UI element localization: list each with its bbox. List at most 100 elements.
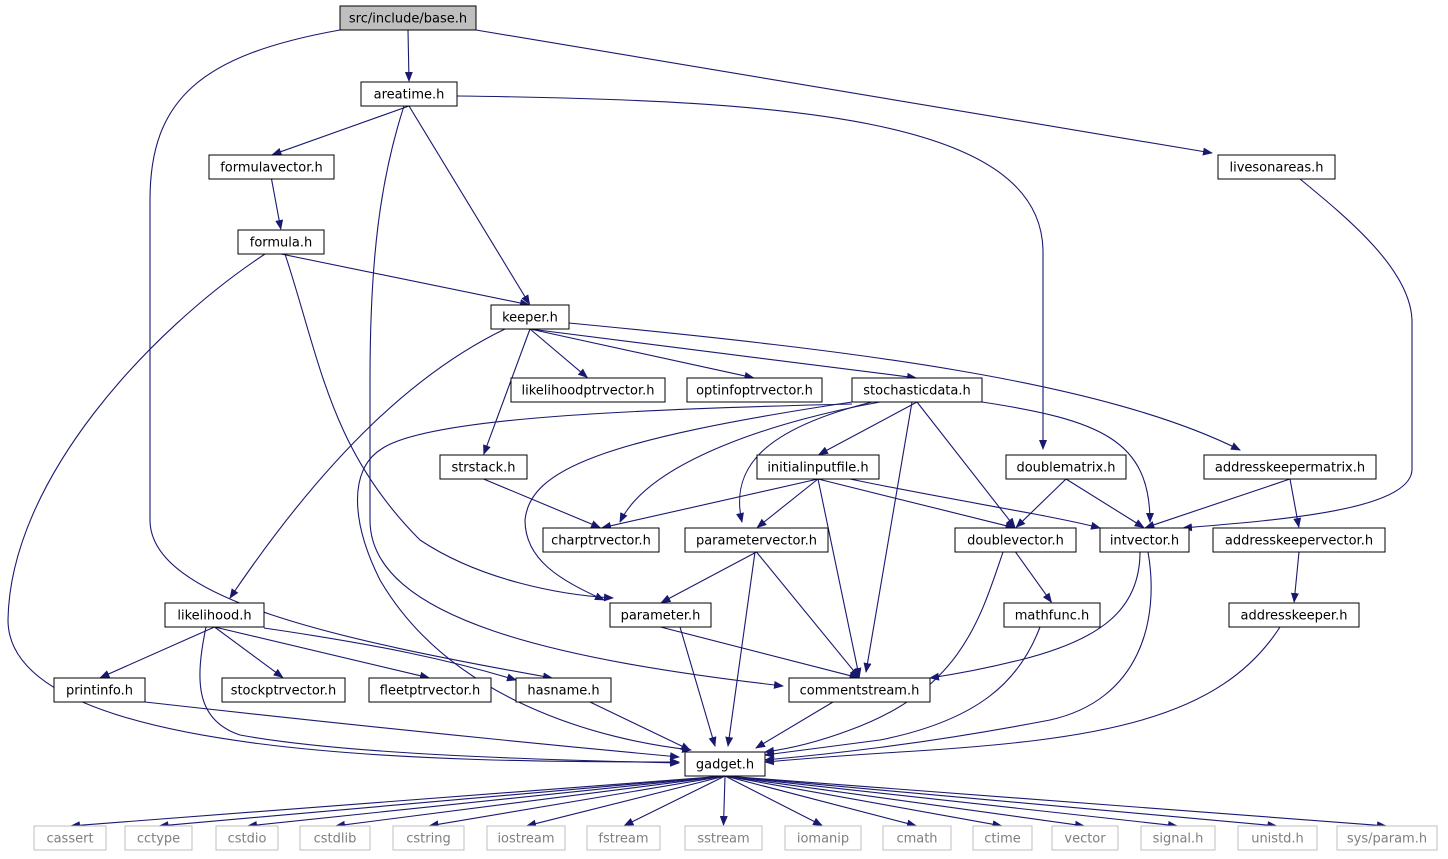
edge-gadget-to-unistd bbox=[724, 775, 1278, 830]
edge-mathfunc-to-gadget bbox=[764, 626, 1041, 758]
node-addresskeeper[interactable]: addresskeeper.h bbox=[1228, 602, 1360, 628]
node-printinfo[interactable]: printinfo.h bbox=[53, 677, 146, 703]
node-fleetptrvector[interactable]: fleetptrvector.h bbox=[368, 677, 492, 703]
node-label: gadget.h bbox=[696, 758, 754, 773]
edge-line bbox=[475, 29, 1213, 156]
node-label: likelihoodptrvector.h bbox=[521, 384, 654, 399]
node-addresskeepervector[interactable]: addresskeepervector.h bbox=[1212, 527, 1386, 553]
edge-line bbox=[929, 551, 1141, 681]
node-mathfunc[interactable]: mathfunc.h bbox=[1003, 602, 1101, 628]
node-parameter[interactable]: parameter.h bbox=[609, 602, 712, 628]
edge-line bbox=[428, 775, 726, 829]
node-label: mathfunc.h bbox=[1015, 609, 1090, 624]
edge-line bbox=[601, 478, 819, 530]
edge-areatime-to-formulavector bbox=[271, 105, 410, 156]
edge-line bbox=[724, 775, 1278, 830]
edge-areatime-to-commentstream bbox=[369, 105, 784, 689]
edge-stochasticdata-to-commentstream bbox=[863, 401, 913, 673]
node-label: ctime bbox=[984, 832, 1021, 847]
edge-doublevector-to-mathfunc bbox=[1015, 551, 1052, 604]
edge-line bbox=[817, 478, 1016, 530]
node-label: commentstream.h bbox=[800, 684, 920, 699]
edge-stochasticdata-to-parameter bbox=[524, 401, 853, 601]
nodes-layer: src/include/base.h areatime.h livesonareas… bbox=[33, 5, 1438, 851]
node-formula[interactable]: formula.h bbox=[237, 229, 325, 255]
node-box bbox=[788, 677, 931, 703]
node-box bbox=[221, 677, 346, 703]
edge-line bbox=[755, 701, 834, 749]
node-commentstream[interactable]: commentstream.h bbox=[788, 677, 931, 703]
edge-line bbox=[724, 775, 1003, 829]
node-box bbox=[360, 81, 458, 107]
edge-line bbox=[483, 328, 531, 456]
node-cassert: cassert bbox=[33, 825, 107, 851]
node-livesonareas[interactable]: livesonareas.h bbox=[1217, 154, 1336, 180]
edge-keeper-to-optinfoptrvector bbox=[529, 328, 755, 380]
node-stockptrvector[interactable]: stockptrvector.h bbox=[221, 677, 346, 703]
edge-base-to-hasname bbox=[149, 29, 553, 681]
edge-line bbox=[719, 775, 728, 826]
node-label: formulavector.h bbox=[220, 161, 323, 176]
edge-addresskeeper-to-gadget bbox=[764, 626, 1281, 766]
node-optinfoptrvector[interactable]: optinfoptrvector.h bbox=[686, 377, 823, 403]
node-cstring: cstring bbox=[392, 825, 465, 851]
node-stochasticdata[interactable]: stochasticdata.h bbox=[851, 377, 983, 403]
node-base[interactable]: src/include/base.h bbox=[339, 5, 477, 31]
edge-line bbox=[99, 626, 215, 679]
node-box bbox=[684, 751, 766, 777]
edge-intvector-to-gadget bbox=[764, 551, 1152, 764]
node-keeper[interactable]: keeper.h bbox=[490, 304, 570, 330]
node-likelihood[interactable]: likelihood.h bbox=[164, 602, 265, 628]
node-hasname[interactable]: hasname.h bbox=[515, 677, 612, 703]
node-cstdlib: cstdlib bbox=[299, 825, 371, 851]
edge-addresskeepermatrix-to-addresskeepervector bbox=[1289, 478, 1302, 528]
node-strstack[interactable]: strstack.h bbox=[439, 454, 528, 480]
edge-stochasticdata-to-intvector bbox=[981, 401, 1154, 523]
node-label: doublematrix.h bbox=[1016, 461, 1115, 476]
edge-line bbox=[863, 401, 913, 673]
edge-line bbox=[589, 701, 691, 751]
node-formulavector[interactable]: formulavector.h bbox=[208, 154, 335, 180]
node-box bbox=[439, 454, 528, 480]
edge-likelihood-to-gadget bbox=[199, 626, 680, 767]
node-initialinputfile[interactable]: initialinputfile.h bbox=[756, 454, 880, 480]
edge-line bbox=[271, 105, 410, 156]
node-intvector[interactable]: intvector.h bbox=[1099, 527, 1190, 553]
edge-parameter-to-commentstream bbox=[660, 626, 860, 680]
node-parametervector[interactable]: parametervector.h bbox=[684, 527, 829, 553]
edge-line bbox=[7, 253, 680, 766]
node-label: parameter.h bbox=[621, 609, 701, 624]
node-likelihoodptrvector[interactable]: likelihoodptrvector.h bbox=[510, 377, 666, 403]
edge-line bbox=[529, 328, 755, 380]
edge-line bbox=[214, 626, 430, 680]
edge-gadget-to-cmath bbox=[724, 775, 917, 828]
node-doublevector[interactable]: doublevector.h bbox=[954, 527, 1077, 553]
node-box bbox=[1212, 527, 1386, 553]
node-doublematrix[interactable]: doublematrix.h bbox=[1005, 454, 1127, 480]
node-box bbox=[882, 825, 952, 851]
edge-gadget-to-sysparam bbox=[724, 775, 1387, 830]
edge-doublematrix-to-doublevector bbox=[1015, 478, 1067, 528]
node-box bbox=[237, 229, 325, 255]
edge-gadget-to-cstring bbox=[428, 775, 726, 829]
node-label: signal.h bbox=[1153, 832, 1204, 847]
edge-formula-to-gadget bbox=[7, 253, 680, 766]
node-gadget[interactable]: gadget.h bbox=[684, 751, 766, 777]
edge-addresskeepermatrix-to-intvector bbox=[1144, 478, 1291, 529]
node-label: addresskeepermatrix.h bbox=[1215, 461, 1365, 476]
edge-addresskeepervector-to-addresskeeper bbox=[1290, 551, 1300, 603]
node-addresskeepermatrix[interactable]: addresskeepermatrix.h bbox=[1203, 454, 1377, 480]
edge-line bbox=[724, 775, 823, 826]
node-charptrvector[interactable]: charptrvector.h bbox=[542, 527, 660, 553]
node-sstream: sstream bbox=[684, 825, 763, 851]
edge-line bbox=[1290, 551, 1300, 603]
edge-initialinputfile-to-parametervector bbox=[756, 478, 819, 529]
node-label: parametervector.h bbox=[696, 534, 817, 549]
node-areatime[interactable]: areatime.h bbox=[360, 81, 458, 107]
edge-line bbox=[1015, 478, 1067, 528]
node-label: optinfoptrvector.h bbox=[696, 384, 813, 399]
edge-stochasticdata-to-gadget bbox=[357, 403, 853, 753]
node-box bbox=[1005, 454, 1127, 480]
edge-line bbox=[404, 29, 413, 82]
